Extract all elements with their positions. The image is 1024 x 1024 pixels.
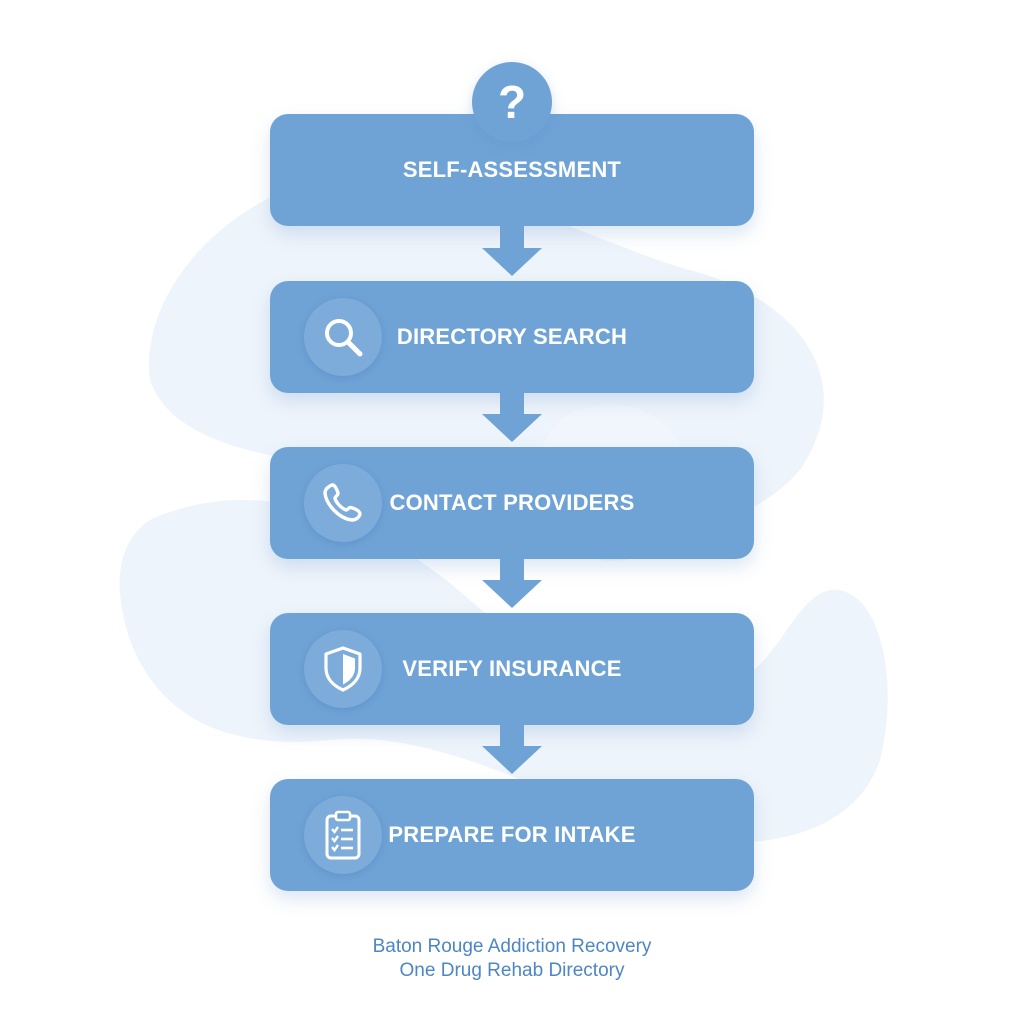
- step-contact-providers: CONTACT PROVIDERS: [270, 447, 754, 559]
- footer-line-2: One Drug Rehab Directory: [399, 960, 625, 981]
- step-label: DIRECTORY SEARCH: [396, 324, 628, 349]
- step-prepare-for-intake: PREPARE FOR INTAKE: [270, 779, 754, 891]
- step-label: CONTACT PROVIDERS: [389, 490, 635, 515]
- down-arrow-icon: [482, 226, 542, 276]
- shield-icon: [304, 630, 382, 708]
- phone-icon: [304, 464, 382, 542]
- step-label: VERIFY INSURANCE: [402, 656, 622, 681]
- down-arrow-icon: [482, 724, 542, 774]
- step-label: SELF-ASSESSMENT: [402, 157, 622, 182]
- step-verify-insurance: VERIFY INSURANCE: [270, 613, 754, 725]
- footer-line-1: Baton Rouge Addiction Recovery: [372, 936, 652, 957]
- down-arrow-icon: [482, 392, 542, 442]
- step-label: PREPARE FOR INTAKE: [388, 822, 636, 847]
- search-icon: [304, 298, 382, 376]
- clipboard-checklist-icon: [304, 796, 382, 874]
- question-icon: ?: [472, 62, 552, 142]
- question-glyph: ?: [497, 76, 527, 128]
- down-arrow-icon: [482, 558, 542, 608]
- step-directory-search: DIRECTORY SEARCH: [270, 281, 754, 393]
